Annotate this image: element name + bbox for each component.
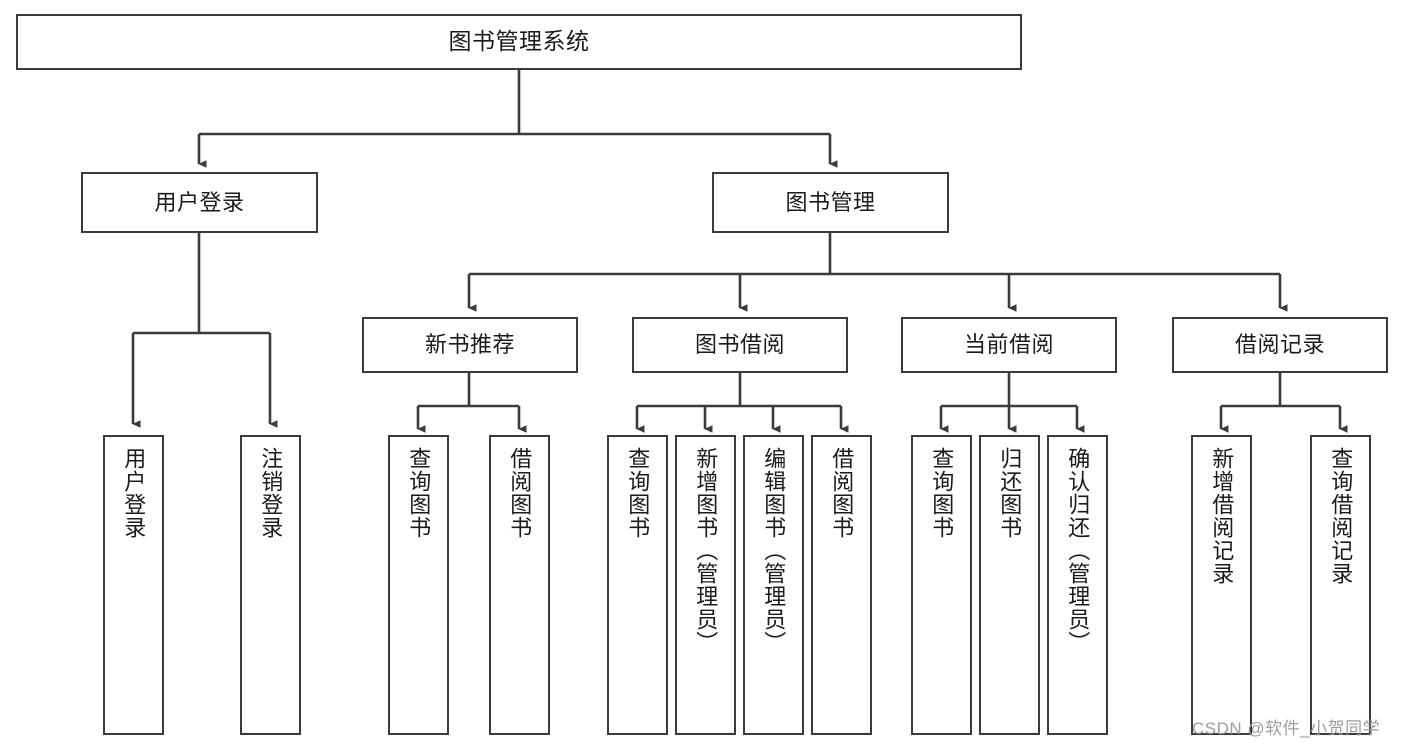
node-root-system[interactable]: 图书管理系统: [16, 14, 1022, 70]
node-root-system-label: 图书管理系统: [448, 28, 590, 55]
node-leaf-query-record-label: 查询借阅记录: [1328, 447, 1354, 585]
node-leaf-query-book-1[interactable]: 查询图书: [388, 435, 449, 735]
node-leaf-add-book[interactable]: 新增图书（管理员）: [675, 435, 736, 735]
node-leaf-logout[interactable]: 注销登录: [240, 435, 301, 735]
node-leaf-user-login[interactable]: 用户登录: [103, 435, 164, 735]
node-book-manage-label: 图书管理: [785, 189, 876, 215]
node-leaf-add-record[interactable]: 新增借阅记录: [1191, 435, 1252, 735]
node-leaf-query-book-1-label: 查询图书: [406, 447, 432, 539]
node-leaf-query-record[interactable]: 查询借阅记录: [1310, 435, 1371, 735]
node-leaf-confirm-return-label: 确认归还（管理员）: [1065, 447, 1091, 654]
node-leaf-confirm-return[interactable]: 确认归还（管理员）: [1047, 435, 1108, 735]
node-borrow-record-label: 借阅记录: [1234, 332, 1325, 358]
node-borrow-record[interactable]: 借阅记录: [1172, 317, 1388, 373]
node-leaf-borrow-book-2[interactable]: 借阅图书: [811, 435, 872, 735]
node-leaf-add-record-label: 新增借阅记录: [1209, 447, 1235, 585]
node-leaf-edit-book[interactable]: 编辑图书（管理员）: [743, 435, 804, 735]
node-leaf-return-book-label: 归还图书: [997, 447, 1023, 539]
node-leaf-return-book[interactable]: 归还图书: [979, 435, 1040, 735]
node-book-borrow-label: 图书借阅: [694, 332, 785, 358]
node-leaf-query-book-3[interactable]: 查询图书: [911, 435, 972, 735]
node-book-manage[interactable]: 图书管理: [712, 172, 949, 233]
node-leaf-query-book-2-label: 查询图书: [625, 447, 651, 539]
node-leaf-borrow-book-2-label: 借阅图书: [829, 447, 855, 539]
node-leaf-user-login-label: 用户登录: [121, 447, 147, 539]
node-leaf-query-book-3-label: 查询图书: [929, 447, 955, 539]
node-new-book-recommend[interactable]: 新书推荐: [362, 317, 578, 373]
node-leaf-add-book-label: 新增图书（管理员）: [693, 447, 719, 654]
node-book-borrow[interactable]: 图书借阅: [632, 317, 848, 373]
node-new-book-recommend-label: 新书推荐: [424, 332, 515, 358]
node-current-borrow-label: 当前借阅: [963, 332, 1054, 358]
node-user-login-label: 用户登录: [154, 189, 245, 215]
csdn-watermark: CSDN @软件_小贺同学: [1192, 719, 1381, 738]
node-leaf-borrow-book-1-label: 借阅图书: [507, 447, 533, 539]
node-user-login[interactable]: 用户登录: [81, 172, 318, 233]
node-leaf-query-book-2[interactable]: 查询图书: [607, 435, 668, 735]
node-leaf-borrow-book-1[interactable]: 借阅图书: [489, 435, 550, 735]
node-leaf-edit-book-label: 编辑图书（管理员）: [761, 447, 787, 654]
node-leaf-logout-label: 注销登录: [258, 447, 284, 539]
node-current-borrow[interactable]: 当前借阅: [901, 317, 1117, 373]
